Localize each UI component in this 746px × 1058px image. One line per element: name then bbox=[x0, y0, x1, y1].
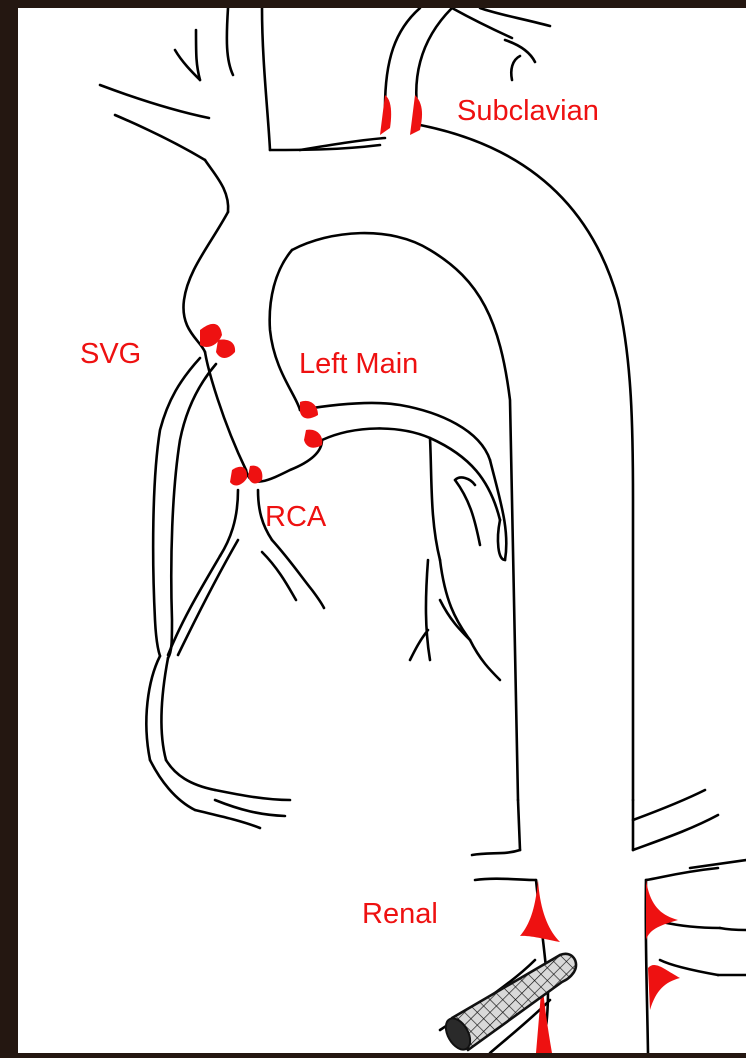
label-rca: RCA bbox=[265, 503, 326, 532]
label-svg: SVG bbox=[80, 340, 141, 369]
label-renal: Renal bbox=[362, 900, 438, 929]
label-left-main: Left Main bbox=[299, 350, 418, 379]
drawing-panel bbox=[18, 8, 746, 1053]
label-subclavian: Subclavian bbox=[457, 97, 599, 126]
